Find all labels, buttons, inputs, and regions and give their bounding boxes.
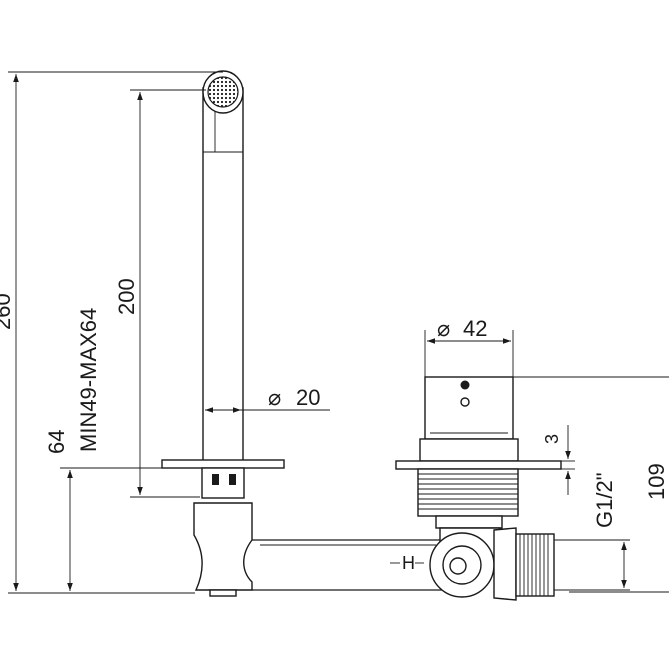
spout-screw-right [229, 474, 236, 485]
valve-thread-lines [418, 473, 518, 510]
valve-flange [395, 460, 562, 470]
dim-label-d42: 42 [463, 316, 487, 341]
handle-valve [390, 376, 562, 601]
extension-lines [8, 71, 669, 594]
dim-label-d20: 20 [296, 385, 320, 410]
dim-label-3: 3 [542, 434, 562, 444]
spout-elbow [193, 502, 253, 591]
spout-flange [161, 459, 285, 469]
dim-label-109: 109 [644, 463, 669, 500]
dim-symbol-d20: ⌀ [268, 385, 281, 410]
valve-thread-body [417, 468, 519, 517]
inlet-collar [493, 527, 517, 601]
spout-screw-left [212, 474, 219, 485]
handle-neck [419, 438, 519, 462]
dim-label-thread: G1/2" [592, 472, 617, 528]
valve-mid [435, 515, 503, 529]
valve-port-core [449, 557, 467, 575]
spout-elbow-base [209, 589, 237, 597]
dim-label-200: 200 [114, 278, 139, 315]
dim-label-64: 64 [44, 430, 69, 454]
handle-body [424, 376, 514, 440]
handle-dot-bottom [460, 397, 470, 407]
spout-neck [201, 467, 245, 499]
handle-dot-top [460, 380, 470, 390]
dim-symbol-d42: ⌀ [437, 316, 450, 341]
dim-label-260: 260 [0, 293, 15, 330]
spout [161, 70, 285, 597]
dim-label-wall-range: MIN49-MAX64 [76, 308, 101, 452]
inlet-thread-lines [519, 534, 549, 596]
connecting-pipe [252, 539, 442, 591]
hot-marker-label: H [402, 553, 415, 573]
spout-tube [202, 87, 244, 467]
aerator-mesh [207, 76, 239, 108]
